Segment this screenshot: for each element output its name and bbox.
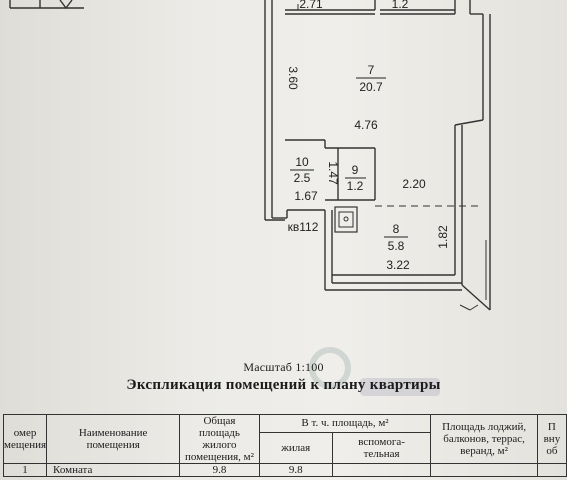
header-living: жилая <box>258 431 333 465</box>
dim-kitchen-height: 1.82 <box>436 225 450 249</box>
dim-bath-width: 1.67 <box>294 189 318 203</box>
svg-text:2.5: 2.5 <box>294 171 311 185</box>
sink-icon <box>334 206 358 233</box>
room-9-label: 9 1.2 <box>345 163 366 193</box>
svg-text:9: 9 <box>352 163 359 177</box>
dim-left-height: 3.60 <box>286 66 300 90</box>
svg-text:7: 7 <box>368 63 375 77</box>
header-loggia: Площадь лоджий,балконов, террас, веранд,… <box>430 414 538 464</box>
dim-top-left: 2.71 <box>299 0 323 11</box>
dim-corridor-width: 2.20 <box>402 177 426 191</box>
dim-mid-width: 4.76 <box>354 118 378 132</box>
svg-text:8: 8 <box>393 222 400 236</box>
table-row: 1 Комната 9.8 9.8 <box>2 463 567 477</box>
dim-kitchen-width: 3.22 <box>386 258 410 272</box>
header-including: В т. ч. площадь, м² <box>258 414 432 433</box>
scale-label: Масштаб 1:100 <box>243 360 324 374</box>
svg-text:5.8: 5.8 <box>388 239 405 253</box>
room-7-label: 7 20.7 <box>356 63 386 94</box>
explication-title: Экспликация помещений к плану квартиры <box>126 377 441 393</box>
floor-plan: 2.71 1.2 3.60 4.76 1.47 1.67 2.20 1.82 3… <box>9 0 491 311</box>
header-aux: вспомога-тельная <box>331 431 432 465</box>
room-8-label: 8 5.8 <box>384 222 408 253</box>
svg-text:20.7: 20.7 <box>359 80 383 94</box>
dim-bath-height: 1.47 <box>326 161 340 185</box>
svg-text:10: 10 <box>295 155 309 169</box>
svg-text:1.2: 1.2 <box>347 179 364 193</box>
dim-top-right: 1.2 <box>392 0 409 11</box>
apartment-label: кв112 <box>288 220 319 234</box>
room-10-label: 10 2.5 <box>290 155 314 185</box>
